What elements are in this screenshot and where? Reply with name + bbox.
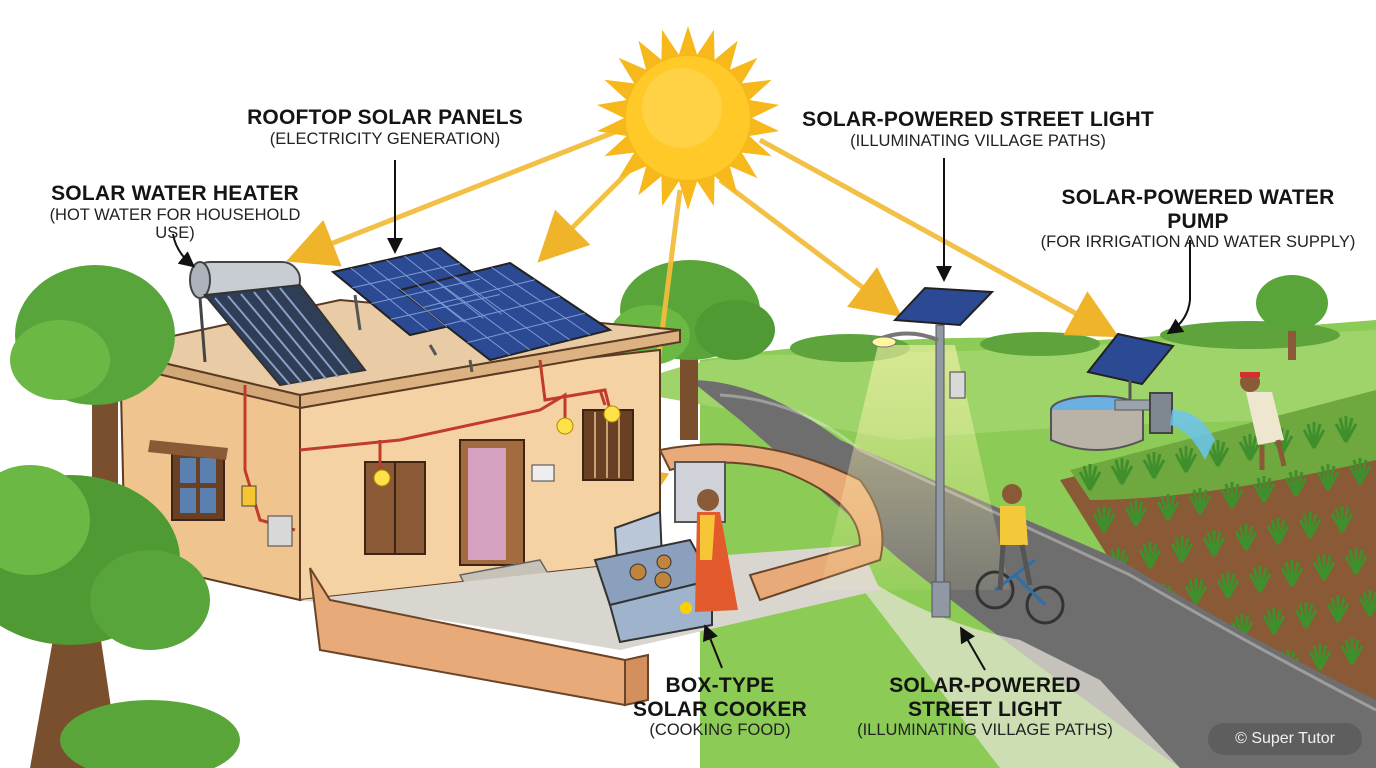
crop-plant bbox=[1092, 506, 1116, 533]
crop-plant bbox=[1308, 644, 1332, 671]
crop-plant bbox=[1202, 530, 1226, 557]
sun-icon bbox=[596, 26, 780, 210]
crop-plant bbox=[1142, 452, 1166, 479]
crop-plant bbox=[1234, 524, 1258, 551]
label-subtitle: (ILLUMINATING VILLAGE PATHS) bbox=[850, 131, 1106, 150]
crop-plant bbox=[1206, 440, 1230, 467]
crop-plant bbox=[1330, 506, 1354, 533]
crop-plant bbox=[1302, 422, 1326, 449]
watermark-badge: © Super Tutor bbox=[1208, 723, 1362, 755]
crop-plant bbox=[1266, 518, 1290, 545]
solar-water-pump bbox=[1050, 332, 1215, 460]
crop-plant bbox=[1326, 596, 1350, 623]
panel-cell-line bbox=[467, 312, 586, 343]
label-subtitle: (ELECTRICITY GENERATION) bbox=[269, 129, 501, 148]
crop-plant bbox=[1170, 536, 1194, 563]
label-title-line2: SOLAR COOKER bbox=[633, 697, 807, 721]
tree-far-right bbox=[1256, 275, 1328, 360]
label-subtitle: (HOT WATER FOR HOUSEHOLD USE) bbox=[49, 205, 301, 242]
window-front bbox=[171, 449, 225, 521]
tree-left-back bbox=[10, 265, 175, 550]
courtyard bbox=[300, 443, 884, 707]
crop-plant bbox=[1124, 500, 1148, 527]
rooftop-solar-panels bbox=[330, 246, 613, 373]
label-street-light-top: SOLAR-POWERED STREET LIGHT (ILLUMINATING… bbox=[800, 108, 1156, 150]
crop-plant bbox=[1138, 542, 1162, 569]
crop-plant bbox=[1216, 572, 1240, 599]
panel-cell-line bbox=[422, 279, 536, 308]
panel-cell-line bbox=[390, 294, 501, 320]
crop-plant bbox=[1284, 470, 1308, 497]
solar-water-heater bbox=[189, 261, 367, 387]
crop-plant bbox=[1174, 446, 1198, 473]
box-type-solar-cooker bbox=[593, 510, 714, 644]
crop-plant bbox=[1262, 608, 1286, 635]
crop-plant bbox=[1340, 638, 1364, 665]
label-solar-cooker: BOX-TYPE SOLAR COOKER (COOKING FOOD) bbox=[620, 674, 820, 740]
farmer bbox=[1240, 372, 1287, 470]
crop-plant bbox=[1252, 476, 1276, 503]
crop-plant bbox=[1358, 590, 1376, 617]
crop-plant bbox=[1238, 434, 1262, 461]
crop-plant bbox=[1294, 602, 1318, 629]
sun-rays bbox=[286, 127, 1120, 520]
cyclist bbox=[975, 484, 1065, 625]
label-subtitle: (COOKING FOOD) bbox=[649, 721, 791, 740]
crop-plant bbox=[1156, 494, 1180, 521]
label-solar-water-heater: SOLAR WATER HEATER (HOT WATER FOR HOUSEH… bbox=[30, 182, 320, 242]
crop-plant bbox=[1298, 512, 1322, 539]
crop-plant bbox=[1110, 458, 1134, 485]
crop-plant bbox=[1312, 554, 1336, 581]
label-title-line1: SOLAR-POWERED bbox=[889, 674, 1081, 697]
woman-cooking bbox=[695, 489, 738, 612]
label-rooftop-solar-panels: ROOFTOP SOLAR PANELS (ELECTRICITY GENERA… bbox=[240, 106, 530, 148]
label-solar-water-pump: SOLAR-POWERED WATER PUMP (FOR IRRIGATION… bbox=[1040, 186, 1356, 252]
crop-plant bbox=[1078, 464, 1102, 491]
panel-cell-line bbox=[352, 263, 461, 289]
label-subtitle: (ILLUMINATING VILLAGE PATHS) bbox=[857, 721, 1113, 740]
crop-plant bbox=[1280, 560, 1304, 587]
label-subtitle: (FOR IRRIGATION AND WATER SUPPLY) bbox=[1040, 233, 1356, 252]
label-title: SOLAR WATER HEATER bbox=[51, 182, 299, 205]
crop-plant bbox=[1344, 548, 1368, 575]
label-title-line1: BOX-TYPE bbox=[665, 674, 775, 697]
panel-cell-line bbox=[444, 296, 561, 326]
crop-plant bbox=[1334, 416, 1358, 443]
label-title: SOLAR-POWERED WATER PUMP bbox=[1061, 186, 1335, 233]
crop-plant bbox=[1316, 464, 1340, 491]
crop-plant bbox=[1220, 482, 1244, 509]
crop-plant bbox=[1248, 566, 1272, 593]
crop-plant bbox=[1184, 578, 1208, 605]
label-title: SOLAR-POWERED STREET LIGHT bbox=[802, 108, 1154, 131]
solar-street-light bbox=[820, 286, 1010, 618]
label-title: ROOFTOP SOLAR PANELS bbox=[247, 106, 523, 129]
leader-lines bbox=[172, 158, 1191, 671]
crop-plant bbox=[1348, 458, 1372, 485]
crop-plant bbox=[1188, 488, 1212, 515]
tree-left-front bbox=[0, 465, 240, 768]
label-street-light-bottom: SOLAR-POWERED STREET LIGHT (ILLUMINATING… bbox=[845, 674, 1125, 740]
label-title-line2: STREET LIGHT bbox=[907, 697, 1063, 721]
